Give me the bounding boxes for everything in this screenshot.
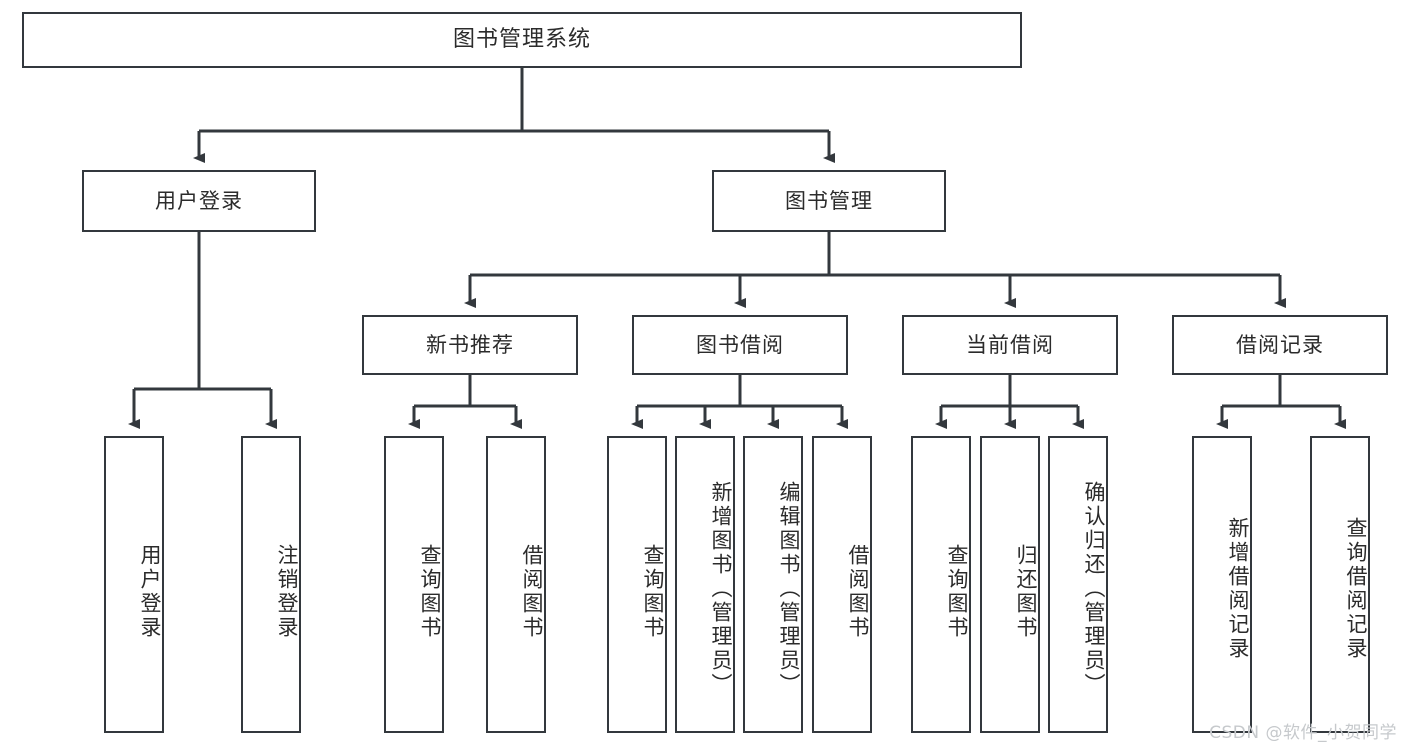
leaf-bb-add-book-admin[interactable]: 新增图书（管理员）: [675, 436, 735, 733]
node-borrow-record[interactable]: 借阅记录: [1172, 315, 1388, 375]
node-root-book-management-system[interactable]: 图书管理系统: [22, 12, 1022, 68]
leaf-br-add-record[interactable]: 新增借阅记录: [1192, 436, 1252, 733]
node-book-management[interactable]: 图书管理: [712, 170, 946, 232]
leaf-bb-edit-book-admin[interactable]: 编辑图书（管理员）: [743, 436, 803, 733]
node-book-borrow[interactable]: 图书借阅: [632, 315, 848, 375]
leaf-bb-borrow-book[interactable]: 借阅图书: [812, 436, 872, 733]
leaf-user-login-action[interactable]: 用户登录: [104, 436, 164, 733]
leaf-nbr-query-book[interactable]: 查询图书: [384, 436, 444, 733]
leaf-user-logout[interactable]: 注销登录: [241, 436, 301, 733]
node-current-borrow[interactable]: 当前借阅: [902, 315, 1118, 375]
leaf-nbr-borrow-book[interactable]: 借阅图书: [486, 436, 546, 733]
node-new-book-recommend[interactable]: 新书推荐: [362, 315, 578, 375]
leaf-br-query-record[interactable]: 查询借阅记录: [1310, 436, 1370, 733]
leaf-cb-query-book[interactable]: 查询图书: [911, 436, 971, 733]
leaf-bb-query-book[interactable]: 查询图书: [607, 436, 667, 733]
csdn-watermark: CSDN @软件_小贺同学: [1209, 723, 1397, 743]
node-user-login[interactable]: 用户登录: [82, 170, 316, 232]
leaf-cb-confirm-return-admin[interactable]: 确认归还（管理员）: [1048, 436, 1108, 733]
leaf-cb-return-book[interactable]: 归还图书: [980, 436, 1040, 733]
